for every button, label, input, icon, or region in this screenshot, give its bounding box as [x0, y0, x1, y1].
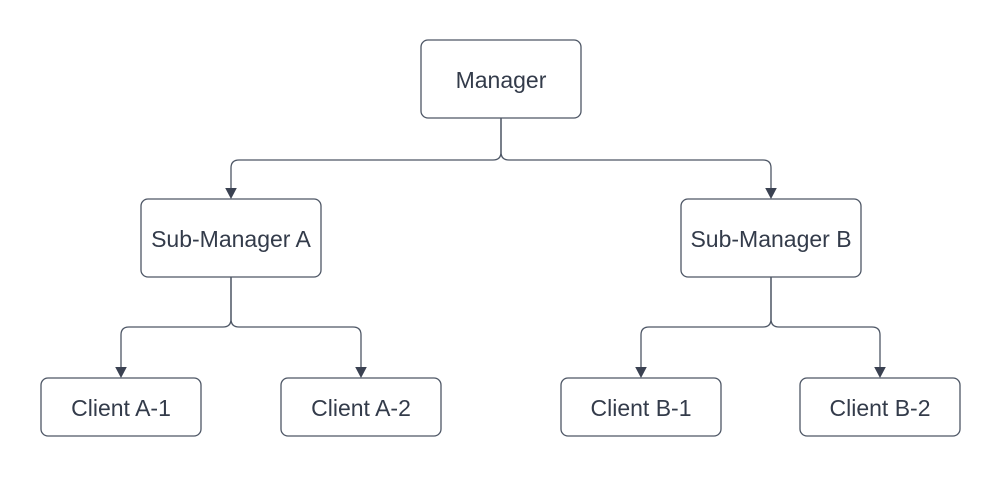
- node-client-b2-label: Client B-2: [830, 395, 931, 421]
- edge-manager-to-sub-manager-b: [500, 118, 772, 189]
- node-client-a1: Client A-1: [40, 377, 202, 437]
- node-client-b1: Client B-1: [560, 377, 722, 437]
- edge-sub-manager-a-to-client-a1: [120, 277, 232, 368]
- node-client-a1-label: Client A-1: [71, 395, 171, 421]
- arrowhead-client-a1: [115, 367, 127, 378]
- arrowhead-client-b2: [874, 367, 886, 378]
- node-client-a2-label: Client A-2: [311, 395, 411, 421]
- node-client-b1-label: Client B-1: [591, 395, 692, 421]
- node-manager-box: [420, 39, 582, 119]
- arrowhead-client-b1: [635, 367, 647, 378]
- edge-sub-manager-b-to-client-b2: [770, 277, 881, 368]
- node-sub-manager-b: Sub-Manager B: [680, 198, 862, 278]
- node-client-b2: Client B-2: [799, 377, 961, 437]
- edge-group: [115, 118, 886, 378]
- node-manager: Manager: [420, 39, 582, 119]
- arrowhead-client-a2: [355, 367, 367, 378]
- node-sub-manager-b-box: [680, 198, 862, 278]
- node-client-b2-box: [799, 377, 961, 437]
- node-client-b1-box: [560, 377, 722, 437]
- arrowhead-sub-manager-a: [225, 188, 237, 199]
- node-sub-manager-a: Sub-Manager A: [140, 198, 322, 278]
- edge-sub-manager-a-to-client-a2: [230, 277, 362, 368]
- node-client-a2: Client A-2: [280, 377, 442, 437]
- node-client-a2-box: [280, 377, 442, 437]
- node-manager-label: Manager: [456, 67, 547, 93]
- edge-manager-to-sub-manager-a: [230, 118, 502, 189]
- edge-sub-manager-b-to-client-b1: [640, 277, 772, 368]
- node-sub-manager-a-label: Sub-Manager A: [151, 226, 311, 252]
- arrowhead-sub-manager-b: [765, 188, 777, 199]
- node-sub-manager-a-box: [140, 198, 322, 278]
- node-sub-manager-b-label: Sub-Manager B: [690, 226, 851, 252]
- node-client-a1-box: [40, 377, 202, 437]
